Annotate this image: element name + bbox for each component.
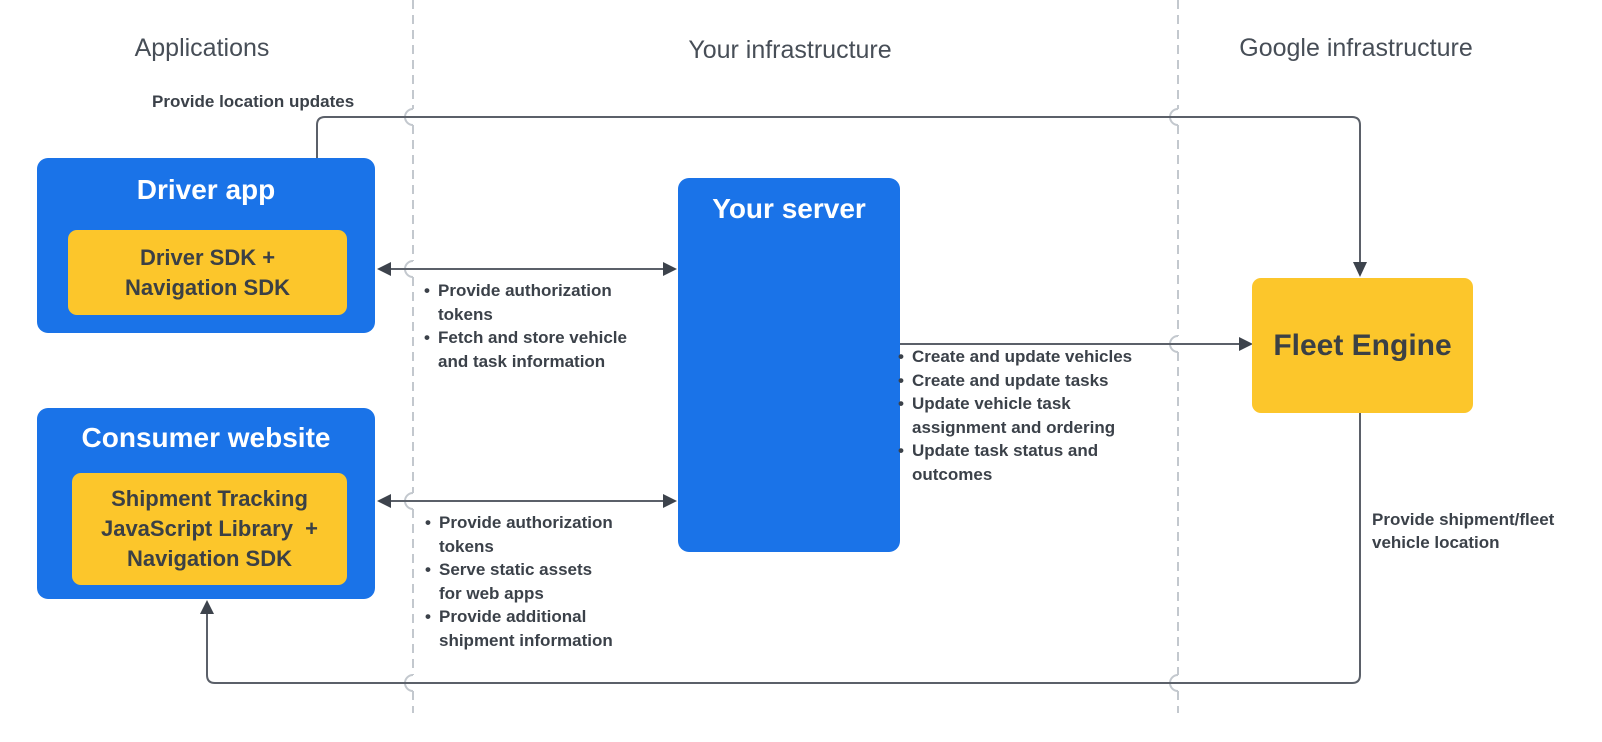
bullet-item: Fetch and store vehicle and task informa… [424,326,656,373]
edge-driver-to-fleet-line [316,116,1361,263]
edge-driver-to-fleet-arrowhead [1353,262,1367,277]
edge-bullets-driver-server: Provide authorization tokensFetch and st… [424,279,656,373]
bullet-item: Provide authorization tokens [425,511,637,558]
bullet-item: Provide authorization tokens [424,279,656,326]
node-fleet-engine: Fleet Engine [1252,278,1473,413]
bullet-item: Create and update tasks [898,369,1160,393]
edge-label-provide-location-updates: Provide location updates [152,92,355,111]
column-heading-your-infrastructure: Your infrastructure [688,36,892,64]
bullet-item: Update task status and outcomes [898,439,1160,486]
edge-consumer-server-arrowhead-left [377,494,391,508]
bullet-item: Update vehicle task assignment and order… [898,392,1160,439]
edge-server-to-fleet-arrowhead [1239,337,1253,351]
node-shipment-tracking-library: Shipment Tracking JavaScript Library + N… [72,473,347,585]
node-your-server-title: Your server [712,193,866,224]
edge-driver-server-arrowhead-left [377,262,391,276]
column-heading-google-infrastructure: Google infrastructure [1239,34,1473,62]
node-driver-sdk: Driver SDK + Navigation SDK [68,230,347,315]
node-your-server: Your server [678,178,900,552]
edge-consumer-server-arrowhead-right [663,494,677,508]
edge-fleet-to-consumer-line [206,413,1361,684]
lane-divider-right-hops [1169,108,1179,692]
node-driver-app-title: Driver app [136,174,276,205]
edge-label-provide-shipment-fleet-vehicle-location: Provide shipment/fleet vehicle location [1372,510,1555,552]
edge-bullets-consumer-server: Provide authorization tokensServe static… [425,511,637,652]
column-heading-applications: Applications [134,34,270,62]
node-consumer-website-title: Consumer website [81,422,331,453]
edge-fleet-to-consumer-arrowhead [200,600,214,614]
edge-bullets-server-to-fleet: Create and update vehiclesCreate and upd… [898,345,1160,486]
bullet-item: Serve static assets for web apps [425,558,637,605]
bullet-item: Create and update vehicles [898,345,1160,369]
edge-driver-server-arrowhead-right [663,262,677,276]
bullet-item: Provide additional shipment information [425,605,637,652]
lane-divider-left-hops [404,108,414,692]
